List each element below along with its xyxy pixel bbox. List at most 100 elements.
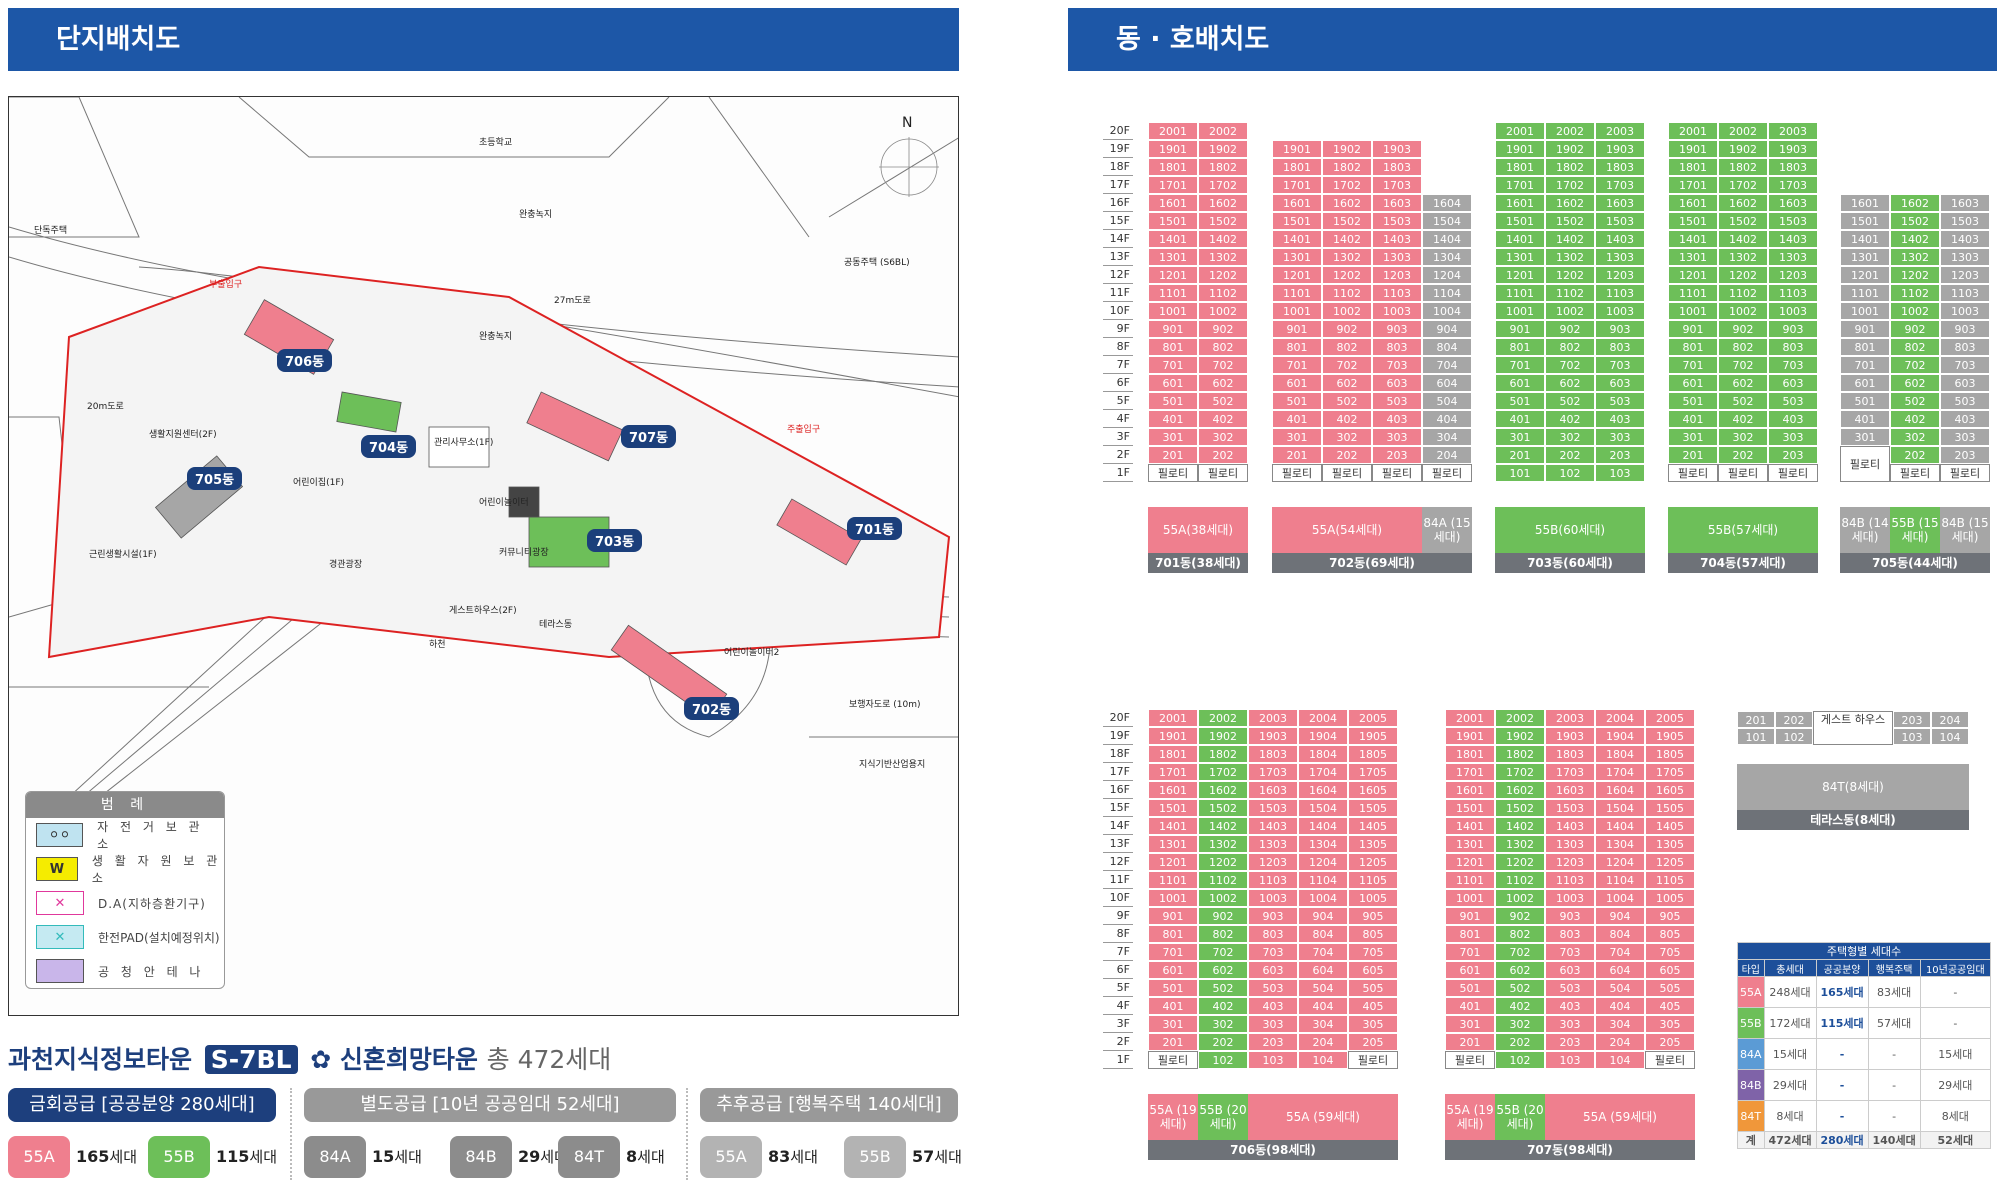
unit-cell: 702 [1718,356,1768,374]
unit-cell: 1503 [1768,212,1818,230]
type-chip: 84T [558,1136,620,1178]
floor-label: 19F [1103,727,1133,745]
unit-cell: 201 [1148,1033,1198,1051]
unit-cell: 602 [1545,374,1595,392]
unit-cell: 1501 [1840,212,1890,230]
unit-cell: 1702 [1198,763,1248,781]
dong-name: 704동(57세대) [1668,553,1818,573]
unit-cell: 501 [1148,979,1198,997]
unit-layout-header: 동 · 호배치도 [1068,8,1997,71]
floor-label: 3F [1103,428,1133,446]
floor-label: 14F [1103,230,1133,248]
unit-cell: 2004 [1595,709,1645,727]
unit-cell: 303 [1595,428,1645,446]
count-value: 8 [626,1147,638,1166]
floor-label: 10F [1103,302,1133,320]
unit-cell: 602 [1718,374,1768,392]
unit-cell: 1701 [1668,176,1718,194]
unit-cell: 1401 [1445,817,1495,835]
unit-cell: 1204 [1595,853,1645,871]
unit-cell: 203 [1768,446,1818,464]
unit-cell: 801 [1445,925,1495,943]
unit-cell: 902 [1718,320,1768,338]
unit-cell: 1103 [1372,284,1422,302]
table-cell: 280세대 [1815,1131,1869,1149]
unit-cell: 503 [1545,979,1595,997]
unit-cell: 1101 [1148,284,1198,302]
dong-name: 705동(44세대) [1840,553,1990,573]
floor-label: 7F [1103,943,1133,961]
floor-label: 13F [1103,248,1133,266]
floor-label: 6F [1103,374,1133,392]
floor-label: 16F [1103,194,1133,212]
unit-cell: 1301 [1668,248,1718,266]
unit-cell: 802 [1198,925,1248,943]
pilotis-cell: 필로티 [1890,464,1940,482]
unit-cell: 1602 [1545,194,1595,212]
type-block: 55B(60세대) [1495,507,1645,553]
unit-cell: 203 [1595,446,1645,464]
unit-cell: 1901 [1148,140,1198,158]
unit-cell: 702 [1495,943,1545,961]
table-cell: 165세대 [1815,976,1869,1008]
unit-cell: 202 [1545,446,1595,464]
unit-cell: 1002 [1890,302,1940,320]
pilotis-cell: 필로티 [1718,464,1768,482]
unit-cell: 803 [1595,338,1645,356]
unit-cell: 501 [1445,979,1495,997]
count-unit: 세대 [790,1148,818,1166]
floor-label: 12F [1103,266,1133,284]
unit-cell: 1802 [1198,745,1248,763]
unit-cell: 1203 [1595,266,1645,284]
unit-cell: 1003 [1248,889,1298,907]
legend-label: 공 청 안 테 나 [98,964,205,979]
legend-label: 생 활 자 원 보 관 소 [91,854,222,885]
unit-cell: 1404 [1298,817,1348,835]
unit-cell: 901 [1668,320,1718,338]
unit-cell: 1003 [1545,889,1595,907]
unit-cell: 1602 [1495,781,1545,799]
unit-cell: 901 [1148,907,1198,925]
map-label-playground2: 어린이놀이터2 [724,648,780,658]
unit-cell: 1302 [1890,248,1940,266]
unit-cell: 1003 [1940,302,1990,320]
floor-label: 9F [1103,907,1133,925]
unit-cell: 402 [1545,410,1595,428]
unit-cell: 1601 [1668,194,1718,212]
north-indicator: N [902,115,913,131]
type-count: 165세대 [76,1136,137,1178]
unit-cell: 1801 [1148,745,1198,763]
unit-cell: 801 [1148,925,1198,943]
unit-cell: 901 [1148,320,1198,338]
unit-cell: 705 [1348,943,1398,961]
unit-cell: 1403 [1768,230,1818,248]
unit-cell: 505 [1645,979,1695,997]
unit-cell: 1602 [1322,194,1372,212]
unit-cell: 1802 [1322,158,1372,176]
unit-cell: 1505 [1645,799,1695,817]
terrace-unit: 102 [1775,728,1813,745]
unit-cell: 501 [1668,392,1718,410]
unit-cell: 1401 [1668,230,1718,248]
unit-cell: 1501 [1668,212,1718,230]
terrace-unit: 202 [1775,711,1813,728]
unit-cell: 1903 [1248,727,1298,745]
unit-cell: 201 [1495,446,1545,464]
table-cell: 15세대 [1919,1038,1992,1070]
floor-label: 1F [1103,1051,1133,1069]
type-count: 15세대 [372,1136,422,1178]
unit-cell: 1603 [1940,194,1990,212]
unit-cell: 1502 [1495,799,1545,817]
type-label: 55A [1737,976,1765,1008]
unit-cell: 1302 [1545,248,1595,266]
unit-cell: 1005 [1645,889,1695,907]
type-block: 55B(57세대) [1668,507,1818,553]
unit-cell: 1602 [1198,194,1248,212]
unit-cell: 1003 [1768,302,1818,320]
unit-cell: 701 [1445,943,1495,961]
unit-cell: 103 [1595,464,1645,482]
unit-cell: 1601 [1272,194,1322,212]
unit-cell: 1001 [1148,302,1198,320]
unit-cell: 1901 [1272,140,1322,158]
floor-label: 15F [1103,212,1133,230]
